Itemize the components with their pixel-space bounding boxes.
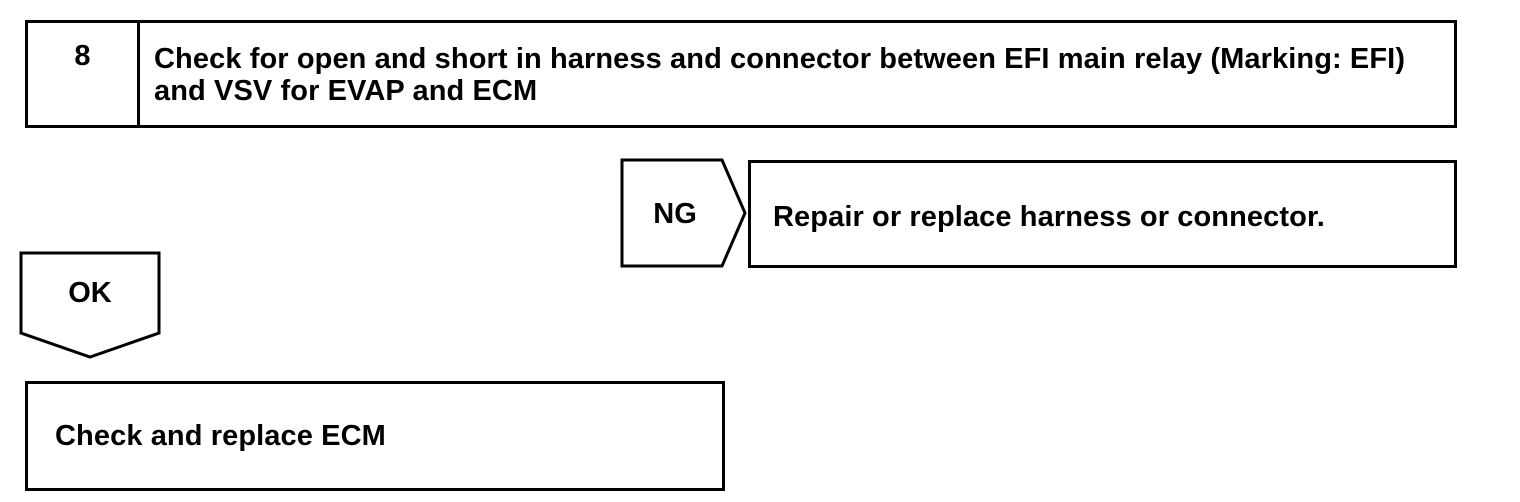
ok-label: OK — [68, 277, 112, 309]
ok-action-text: Check and replace ECM — [55, 420, 386, 452]
ng-action-text: Repair or replace harness or connector. — [773, 201, 1325, 233]
ng-label: NG — [653, 198, 697, 230]
ng-arrow-shape — [620, 158, 747, 268]
step-box: 8 Check for open and short in harness an… — [25, 20, 1457, 128]
ok-action-box: Check and replace ECM — [25, 381, 725, 491]
step-number: 8 — [28, 23, 140, 125]
ok-arrow-shape — [19, 251, 161, 359]
ng-action-box: Repair or replace harness or connector. — [748, 160, 1457, 268]
step-title: Check for open and short in harness and … — [154, 43, 1406, 107]
